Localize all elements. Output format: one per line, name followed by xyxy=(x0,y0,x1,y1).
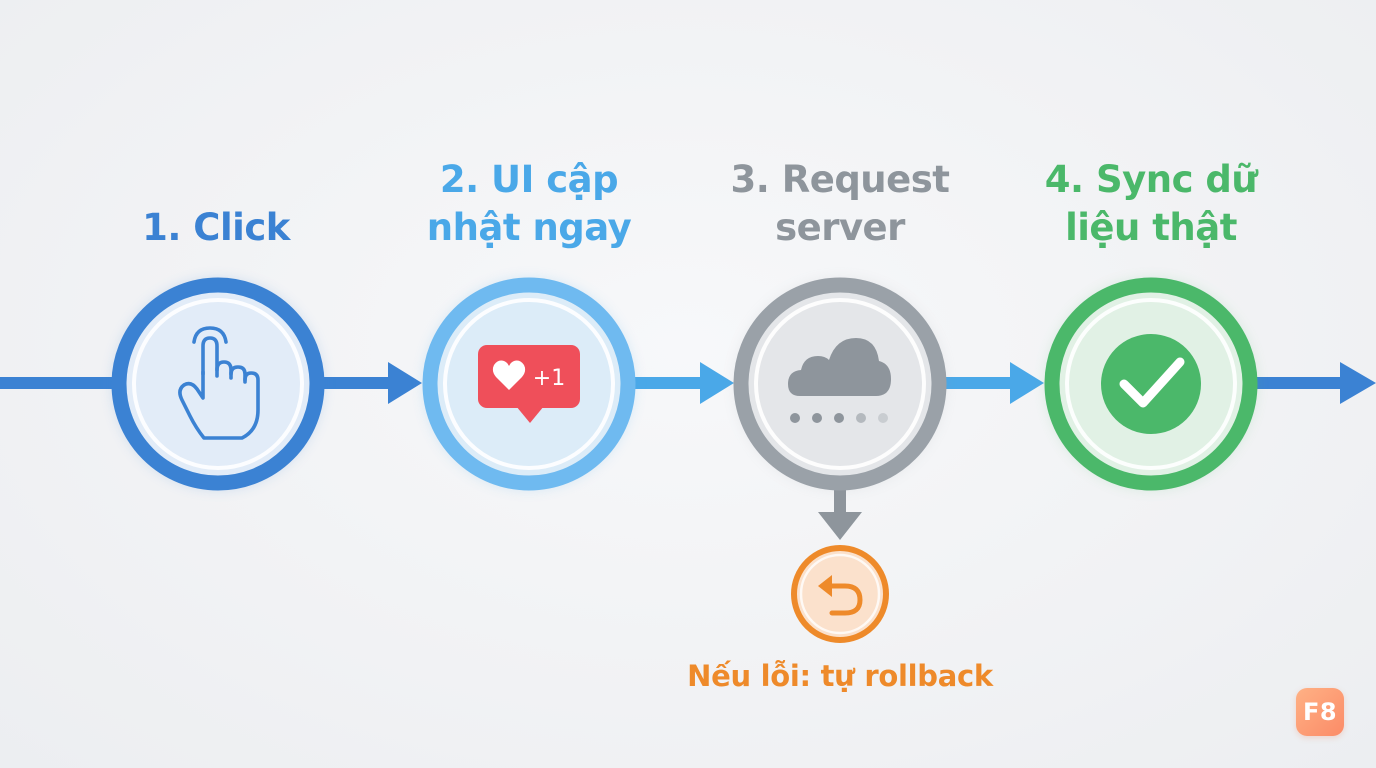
checkmark-icon xyxy=(1101,334,1201,434)
undo-icon xyxy=(818,575,863,616)
rollback-node xyxy=(791,545,889,643)
step-3-title: 3. Request server xyxy=(690,156,990,252)
step-1-title-line-1: 1. Click xyxy=(142,206,290,249)
step-3-title-line-1: 3. Request xyxy=(730,158,950,201)
step-2-title: 2. UI cập nhật ngay xyxy=(379,156,679,252)
step-2-node: +1 xyxy=(422,277,636,491)
step-3-title-line-2: server xyxy=(775,206,905,249)
like-count-label: +1 xyxy=(533,366,565,391)
connector-start xyxy=(0,377,114,389)
arrow-3-to-4 xyxy=(946,362,1044,404)
f8-logo-badge: F8 xyxy=(1296,688,1344,736)
step-3-node xyxy=(733,277,947,491)
arrow-2-to-3 xyxy=(635,362,734,404)
pointer-hand-icon xyxy=(178,326,260,440)
step-4-title: 4. Sync dữ liệu thật xyxy=(1001,156,1301,252)
step-2-title-line-2: nhật ngay xyxy=(426,206,632,249)
step-4-node xyxy=(1044,277,1258,491)
arrow-end xyxy=(1256,362,1376,404)
heart-like-badge-icon: +1 xyxy=(478,345,580,423)
step-4-title-line-2: liệu thật xyxy=(1065,206,1237,249)
step-2-title-line-1: 2. UI cập xyxy=(439,158,619,201)
step-1-node xyxy=(111,277,325,491)
rollback-label: Nếu lỗi: tự rollback xyxy=(687,659,993,693)
arrow-1-to-2 xyxy=(324,362,422,404)
step-1-title: 1. Click xyxy=(66,204,366,252)
cloud-loading-icon xyxy=(788,338,891,423)
step-4-title-line-1: 4. Sync dữ xyxy=(1044,158,1258,201)
arrow-down-to-rollback xyxy=(818,490,862,540)
